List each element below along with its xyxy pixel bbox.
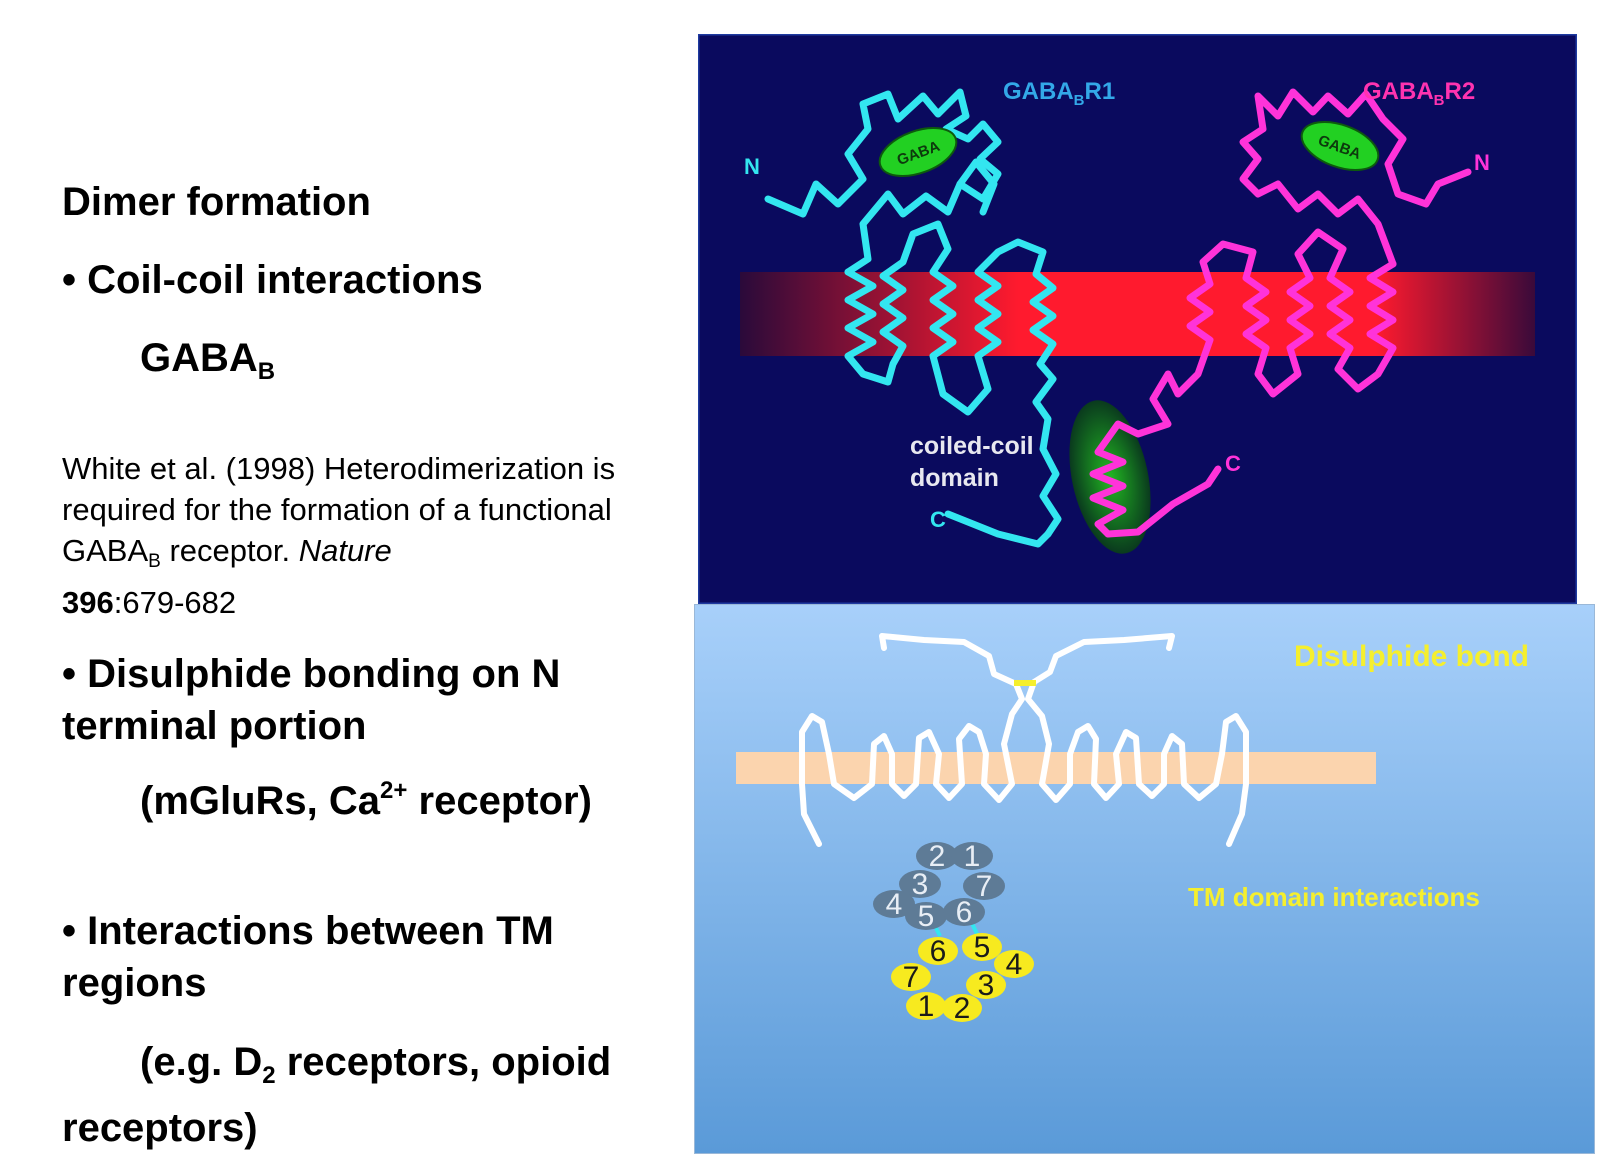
grey-helix-7-label: 7: [976, 870, 993, 903]
yellow-helix-5: [962, 933, 1002, 961]
grey-helix-4: [873, 890, 915, 918]
grey-helix-5-label: 5: [918, 900, 935, 933]
citation: White et al. (1998) Heterodimerization i…: [62, 448, 662, 623]
gabab-heterodimer-diagram: C N C N GABA GABA GABABR1 GABABR2 coiled…: [698, 34, 1577, 604]
yellow-helix-7-label: 7: [903, 961, 920, 994]
membrane-band: [740, 272, 1535, 356]
coiled-coil-label-line2: domain: [910, 464, 999, 492]
disulphide-examples: (mGluRs, Ca2+ receptor): [140, 777, 592, 824]
disulphide-examples-post: receptor): [407, 779, 592, 823]
r2-n-terminal-label: N: [1474, 150, 1490, 175]
gaba-ligand-r1: [878, 126, 958, 178]
yellow-helix-2-label: 2: [954, 992, 971, 1025]
r1-c-terminal-label: C: [930, 507, 946, 532]
disulphide-tm-diagram: Disulphide bond TM domain interactions 2…: [694, 604, 1595, 1154]
r2-c-terminal-label: C: [1225, 451, 1241, 476]
yellow-helix-3: [966, 971, 1006, 999]
yellow-helix-bundle: 6 5 4 7 3 1 2: [891, 931, 1034, 1025]
tm-examples-pre: (e.g. D: [140, 1040, 263, 1084]
citation-subscript: B: [148, 551, 161, 572]
yellow-helix-3-label: 3: [978, 969, 995, 1002]
grey-helix-3: [899, 870, 941, 898]
r1-n-terminal-label: N: [744, 154, 760, 179]
grey-helix-2-label: 2: [929, 840, 946, 873]
bullet-coil-coil: • Coil-coil interactions: [62, 258, 483, 302]
bottom-panel-background: [694, 604, 1595, 1154]
grey-helix-2: [916, 842, 958, 870]
grey-helix-bundle: 2 1 3 7 4 5 6: [873, 840, 1005, 939]
citation-pages: :679-682: [113, 585, 237, 620]
gabab-r2-title: GABABR2: [1363, 78, 1475, 109]
tm-examples: (e.g. D2 receptors, opioid receptors): [62, 1036, 682, 1154]
bullet-tm-interactions: • Interactions between TM regions: [62, 909, 554, 1005]
grey-helix-6: [943, 898, 985, 926]
calcium-superscript: 2+: [380, 777, 408, 804]
yellow-helix-1: [906, 992, 946, 1020]
gabab-r2-receptor: [1089, 88, 1472, 538]
citation-volume: 396: [62, 585, 114, 620]
yellow-helix-4-label: 4: [1006, 948, 1023, 981]
heading-dimer-formation: Dimer formation: [62, 180, 371, 224]
yellow-helix-7: [891, 963, 931, 991]
gaba-ligand-r2: [1300, 120, 1380, 172]
citation-text: White et al. (1998) Heterodimerization i…: [62, 451, 616, 568]
yellow-helix-4: [994, 950, 1034, 978]
grey-helix-6-label: 6: [956, 896, 973, 929]
gaba-subscript: B: [257, 358, 276, 385]
membrane-bar: [736, 752, 1376, 784]
disulphide-examples-pre: (mGluRs, Ca: [140, 779, 381, 823]
yellow-helix-5-label: 5: [974, 931, 991, 964]
yellow-helix-2: [942, 994, 982, 1022]
grey-helix-4-label: 4: [886, 888, 903, 921]
grey-helix-1: [951, 842, 993, 870]
yellow-helix-6-label: 6: [930, 935, 947, 968]
d2-subscript: 2: [262, 1062, 276, 1089]
gaba-text: GABA: [140, 336, 258, 380]
coiled-coil-label-line1: coiled-coil: [910, 432, 1034, 460]
right-monomer-chain: [1025, 633, 1249, 847]
coiled-coil-region: [1069, 400, 1151, 554]
tm-examples-post: receptors, opioid receptors): [62, 1040, 612, 1150]
yellow-helix-6: [918, 937, 958, 965]
gabab-r1-title: GABABR1: [1003, 78, 1115, 109]
citation-text-2: receptor.: [160, 533, 299, 568]
grey-helix-7: [963, 872, 1005, 900]
grey-helix-5: [905, 902, 947, 930]
tm-domain-interactions-label: TM domain interactions: [1188, 882, 1480, 912]
grey-helix-3-label: 3: [912, 868, 929, 901]
disulphide-bond-label: Disulphide bond: [1294, 640, 1529, 673]
grey-helix-1-label: 1: [964, 840, 981, 873]
gaba-b-label: GABAB: [140, 336, 275, 386]
bullet-disulphide: • Disulphide bonding on N terminal porti…: [62, 652, 561, 748]
yellow-helix-1-label: 1: [918, 990, 935, 1023]
left-monomer-chain: [799, 633, 1025, 847]
citation-journal: Nature: [298, 533, 392, 568]
